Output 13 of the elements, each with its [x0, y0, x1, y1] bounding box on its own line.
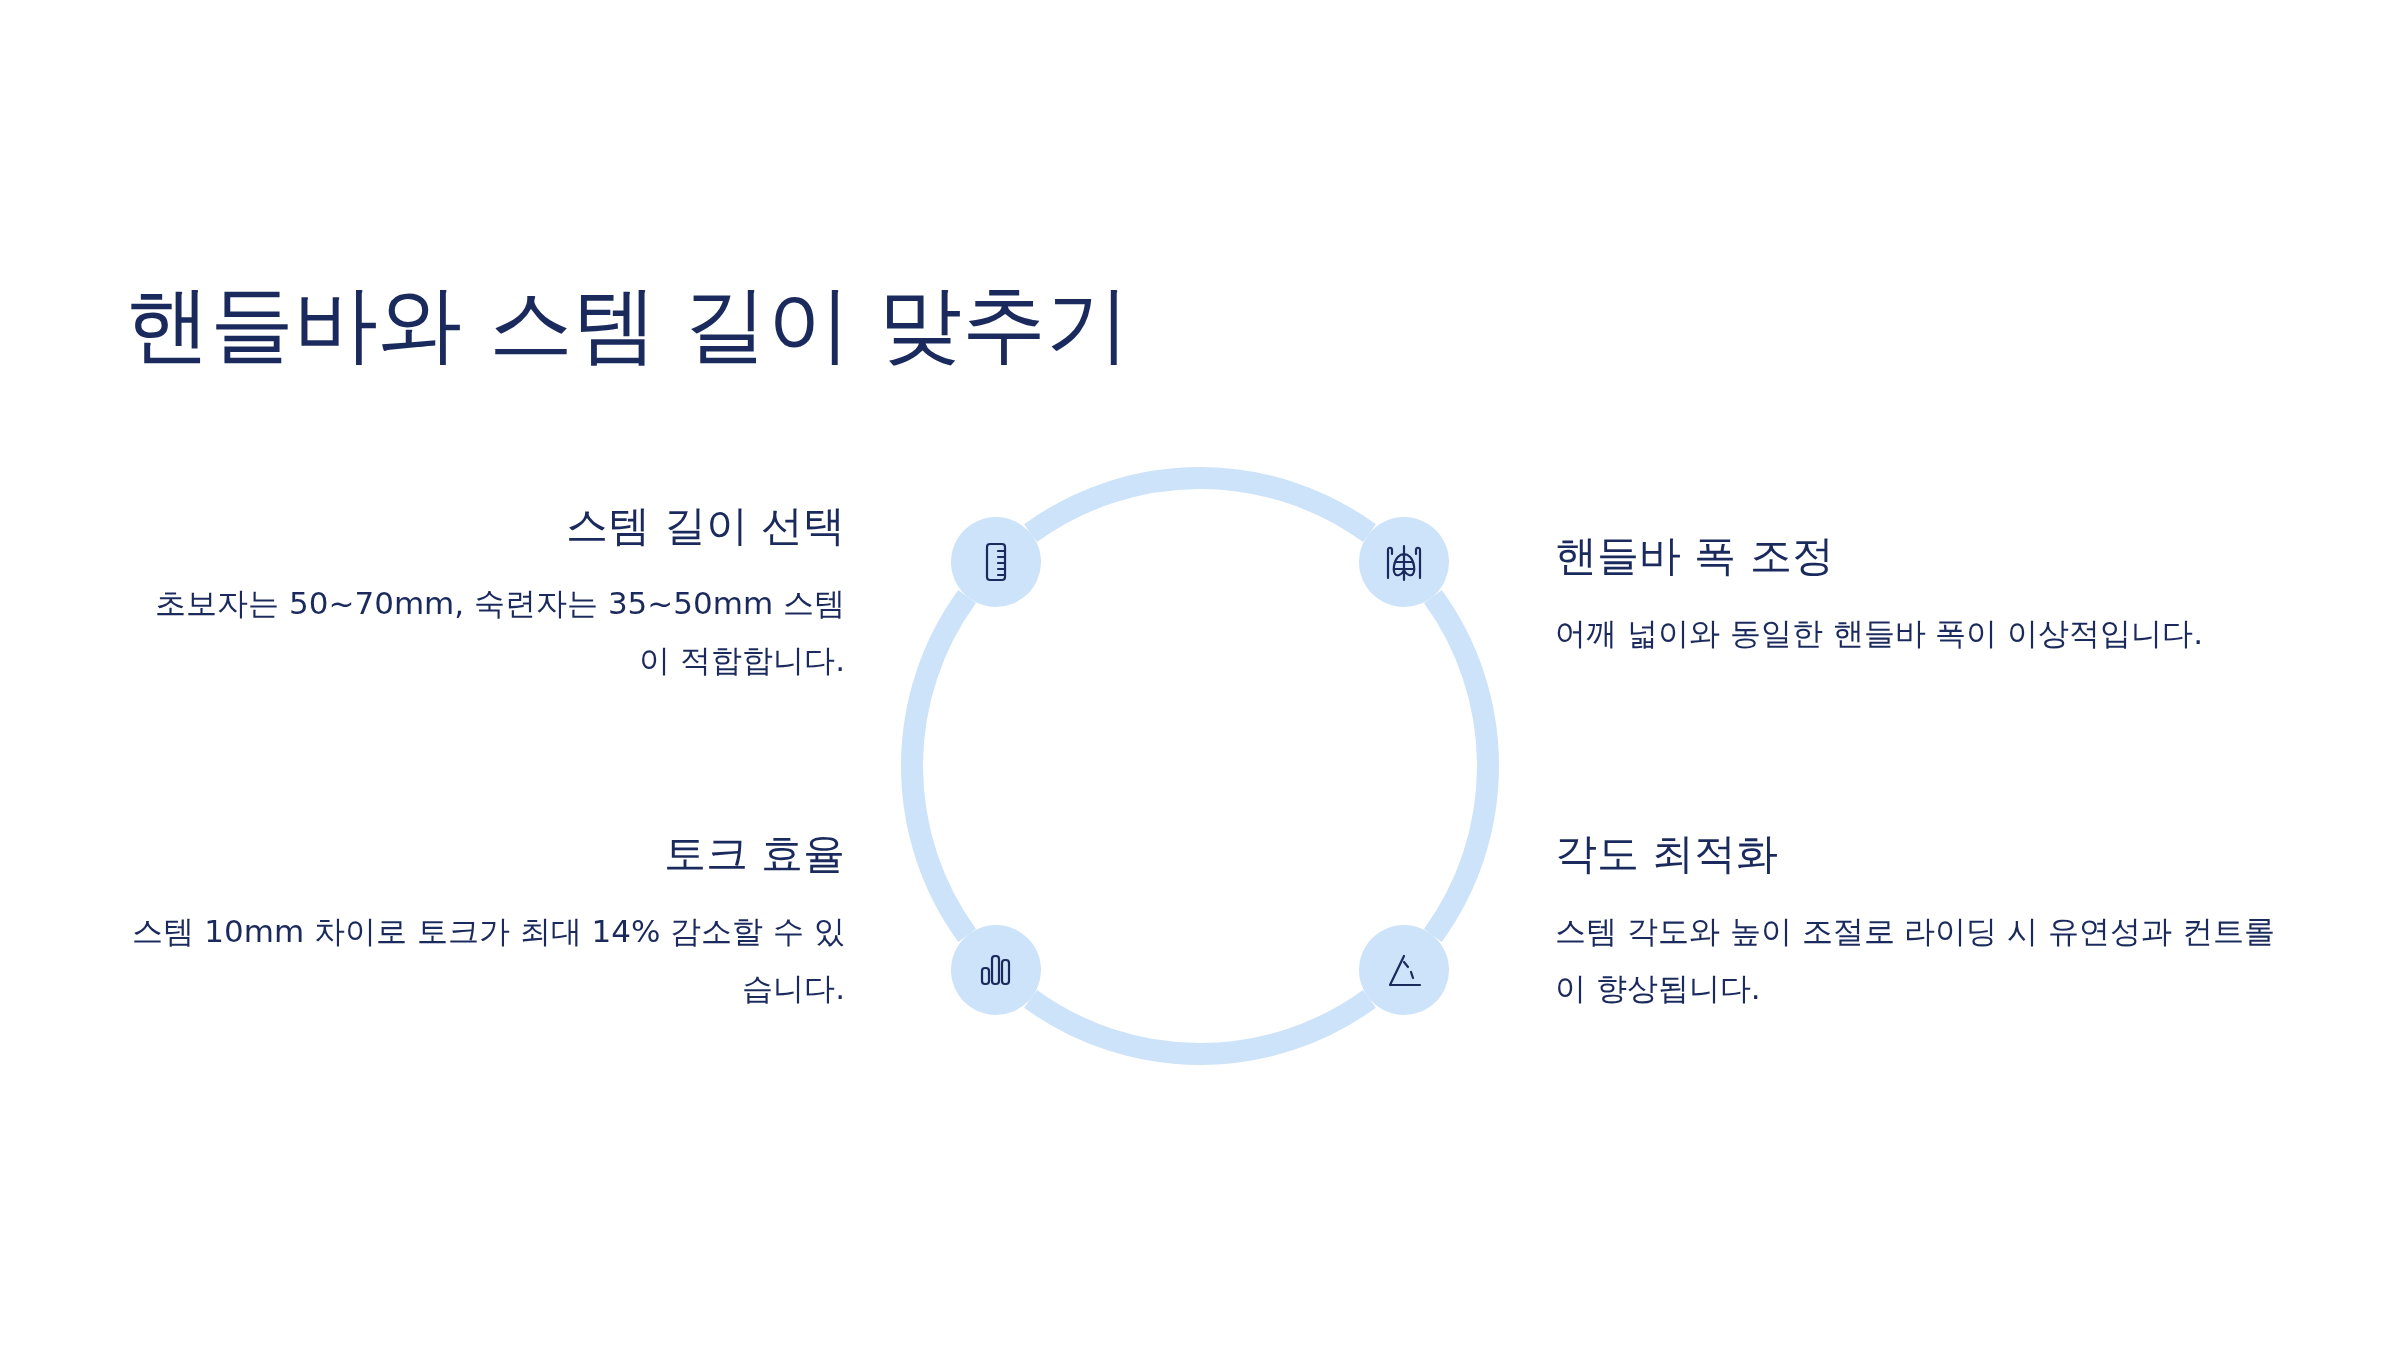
heading: 핸들바 폭 조정 — [1555, 530, 1834, 582]
heading: 스템 길이 선택 — [566, 500, 845, 552]
description: 스템 10mm 차이로 토크가 최대 14% 감소할 수 있습니다. — [131, 911, 845, 1008]
heading: 각도 최적화 — [1555, 828, 1779, 880]
ring-arc — [1024, 467, 1376, 543]
heading: 토크 효율 — [663, 828, 845, 880]
title: 핸들바와 스템 길이 맞추기 — [126, 274, 1131, 375]
ring-arc — [1024, 989, 1376, 1065]
description: 스템 각도와 높이 조절로 라이딩 시 유연성과 컨트롤이 향상됩니다. — [1555, 911, 2275, 1008]
ring-arc — [1423, 590, 1499, 942]
description: 초보자는 50~70mm, 숙련자는 35~50mm 스템이 적합합니다. — [154, 583, 845, 680]
ring-arc — [901, 590, 977, 942]
description: 어깨 넓이와 동일한 핸들바 폭이 이상적입니다. — [1555, 613, 2204, 653]
